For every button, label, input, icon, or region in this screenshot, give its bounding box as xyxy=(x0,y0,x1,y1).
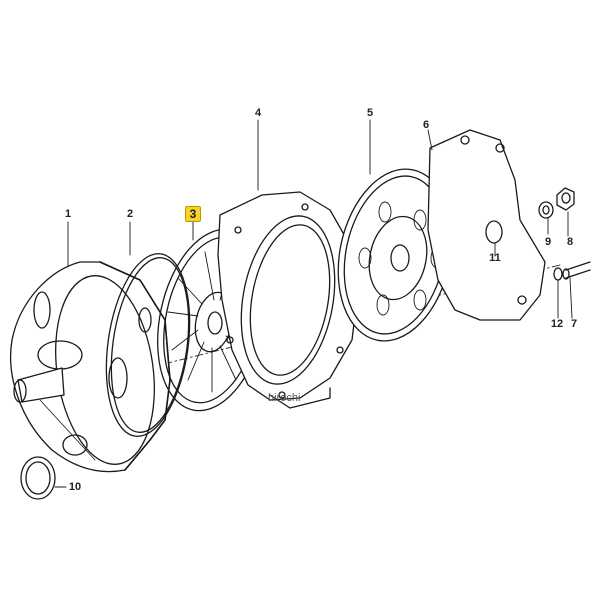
part-9-washer xyxy=(538,201,554,219)
part-7-bolt xyxy=(562,261,591,280)
label-part-12: 12 xyxy=(550,318,564,330)
label-part-9: 9 xyxy=(544,236,552,248)
label-part-2: 2 xyxy=(126,208,134,220)
label-part-1: 1 xyxy=(64,208,72,220)
label-part-7: 7 xyxy=(570,318,578,330)
watermark-text: hirochi xyxy=(268,392,301,404)
part-1-housing xyxy=(10,261,171,473)
label-part-11: 11 xyxy=(489,252,501,264)
part-4-pressure-plate xyxy=(217,191,359,409)
part-10-seal-ring xyxy=(20,456,56,500)
part-2-gasket xyxy=(105,253,191,437)
part-5-flywheel xyxy=(337,168,453,342)
label-part-4: 4 xyxy=(254,107,262,119)
part-8-nut xyxy=(556,187,575,211)
label-part-5: 5 xyxy=(366,107,374,119)
label-part-3: 3 xyxy=(185,206,201,222)
label-part-8: 8 xyxy=(566,236,574,248)
leader-lines xyxy=(54,119,573,488)
part-6-cover-plate xyxy=(427,129,546,321)
part-12-washer xyxy=(553,267,563,281)
label-part-6: 6 xyxy=(422,119,430,131)
label-part-10: 10 xyxy=(68,481,82,493)
